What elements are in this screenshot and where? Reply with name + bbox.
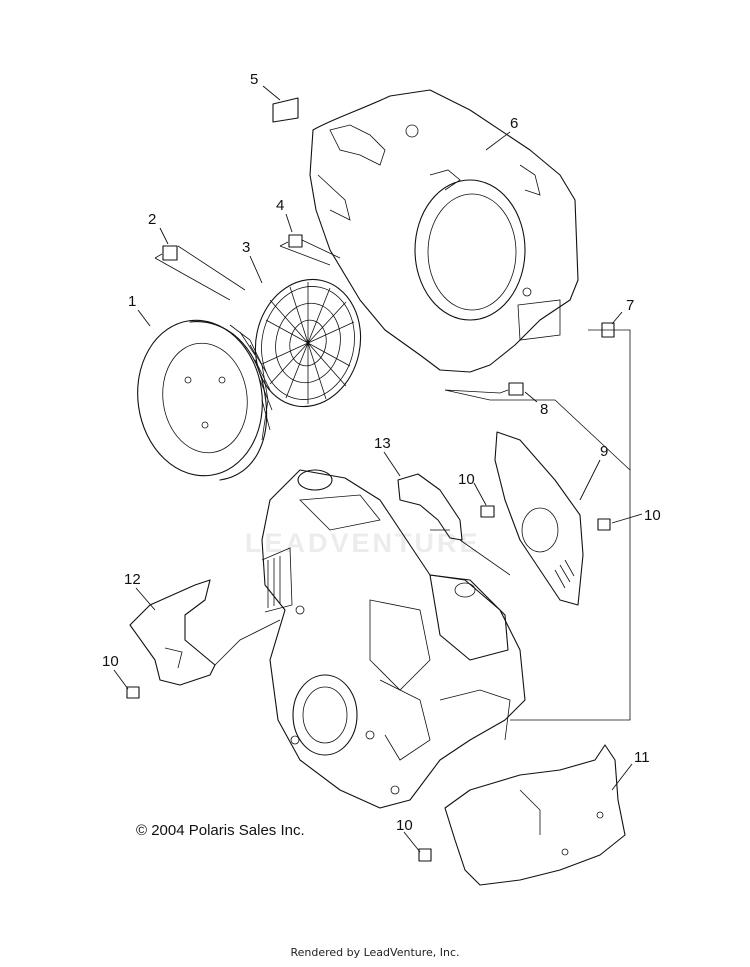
engine-block xyxy=(261,469,526,809)
callout-3: 3 xyxy=(242,239,250,256)
callout-6: 6 xyxy=(510,115,518,132)
callout-13: 13 xyxy=(374,435,391,452)
part-12-side-shroud xyxy=(129,579,216,686)
part-9-shroud xyxy=(494,431,584,606)
callout-5: 5 xyxy=(250,71,258,88)
part-13-bracket xyxy=(397,473,463,541)
copyright-text: © 2004 Polaris Sales Inc. xyxy=(136,822,305,839)
part-6-blower-housing xyxy=(309,89,579,373)
callout-4: 4 xyxy=(276,197,284,214)
part-10-bolt-bottom xyxy=(418,848,432,862)
footer-credit: Rendered by LeadVenture, Inc. xyxy=(290,946,460,959)
callout-2: 2 xyxy=(148,211,156,228)
callout-labels: 5 6 2 4 3 1 7 8 9 13 10 10 12 10 11 10 xyxy=(102,71,661,834)
leadventure-watermark: LEADVENTURE xyxy=(245,528,481,558)
callout-1: 1 xyxy=(128,293,136,310)
callout-11: 11 xyxy=(634,749,650,766)
callout-9: 9 xyxy=(600,443,608,460)
part-1-flywheel xyxy=(137,319,273,481)
part-11-lower-shroud xyxy=(444,744,626,886)
part-2-bolt xyxy=(154,245,178,261)
part-10-bolt-upper xyxy=(480,505,495,518)
part-3-screen xyxy=(254,278,362,408)
callout-12: 12 xyxy=(124,571,141,588)
part-10-bolt-left xyxy=(126,686,140,699)
callout-10-right: 10 xyxy=(644,507,661,524)
part-10-bolt-right xyxy=(597,518,611,531)
callout-10-left: 10 xyxy=(102,653,119,670)
leader-lines xyxy=(113,85,643,853)
part-5-decal xyxy=(272,97,299,123)
callout-7: 7 xyxy=(626,297,634,314)
part-4-bolt xyxy=(279,234,303,248)
callout-10-bottom: 10 xyxy=(396,817,413,834)
callout-10-upper: 10 xyxy=(458,471,475,488)
callout-8: 8 xyxy=(540,401,548,418)
part-8-bolt xyxy=(499,382,524,396)
